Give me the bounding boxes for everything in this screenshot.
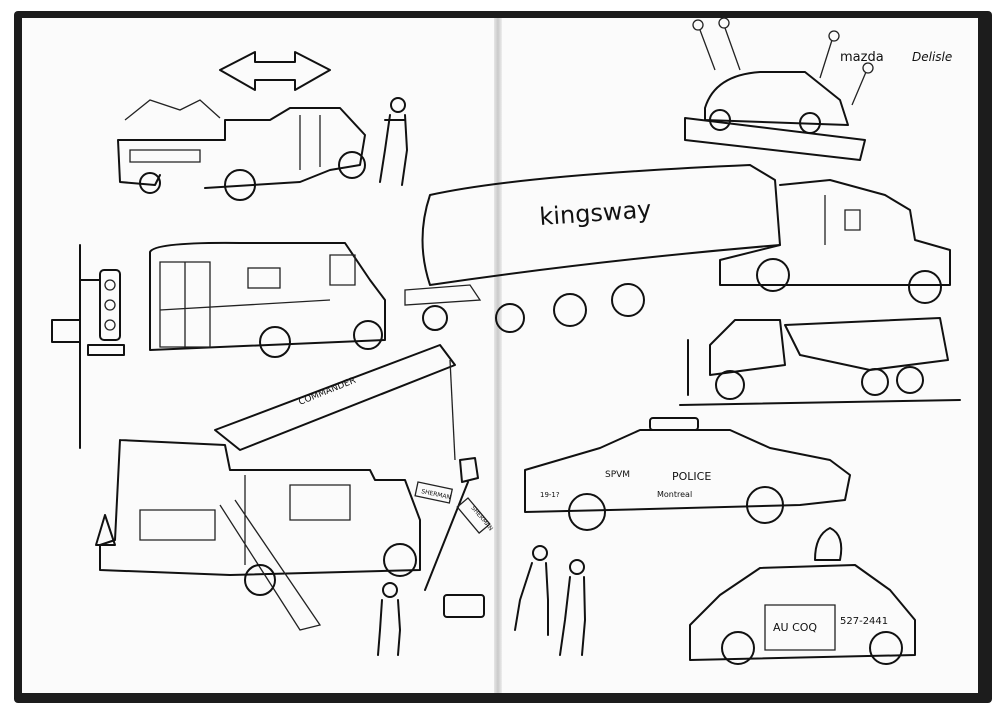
crane-label: COMMANDER [297, 376, 357, 408]
police-number: 19-1? [540, 491, 560, 499]
crane-truck-sketch: COMMANDER [95, 344, 479, 631]
right-page [500, 18, 978, 693]
delivery-name: AU COQ [773, 621, 817, 634]
traffic-light-sketch [51, 244, 125, 449]
dealer-name: Delisle [912, 50, 952, 64]
svg-text:SHERMAN: SHERMAN [469, 505, 494, 533]
pedestrian-sketches [377, 545, 586, 656]
street-sign-2: SHERMAN [456, 497, 494, 534]
au-coq-car-sketch: AU COQ 527-2441 [689, 527, 916, 665]
street-sign-1: SHERMAN [414, 481, 454, 504]
police-unit: SPVM [605, 470, 630, 480]
delivery-phone: 527-2441 [840, 616, 888, 627]
tanker-label: kingsway [538, 195, 652, 231]
svg-text:SHERMAN: SHERMAN [421, 488, 452, 501]
tanker-truck-sketch: kingsway [404, 164, 951, 333]
mazda-display-sketch: mazda Delisle [684, 17, 952, 161]
mazda-logo: mazda [840, 50, 884, 65]
postal-van-sketch [149, 241, 386, 358]
arrow-board-pickup-sketch [117, 51, 366, 201]
police-city: Montreal [657, 490, 692, 499]
police-label: POLICE [672, 470, 711, 483]
book-spine [494, 18, 502, 693]
dump-truck-sketch [679, 317, 961, 406]
police-car-sketch: SPVM POLICE Montreal 19-1? [524, 417, 851, 531]
worker-sketch [379, 97, 408, 186]
